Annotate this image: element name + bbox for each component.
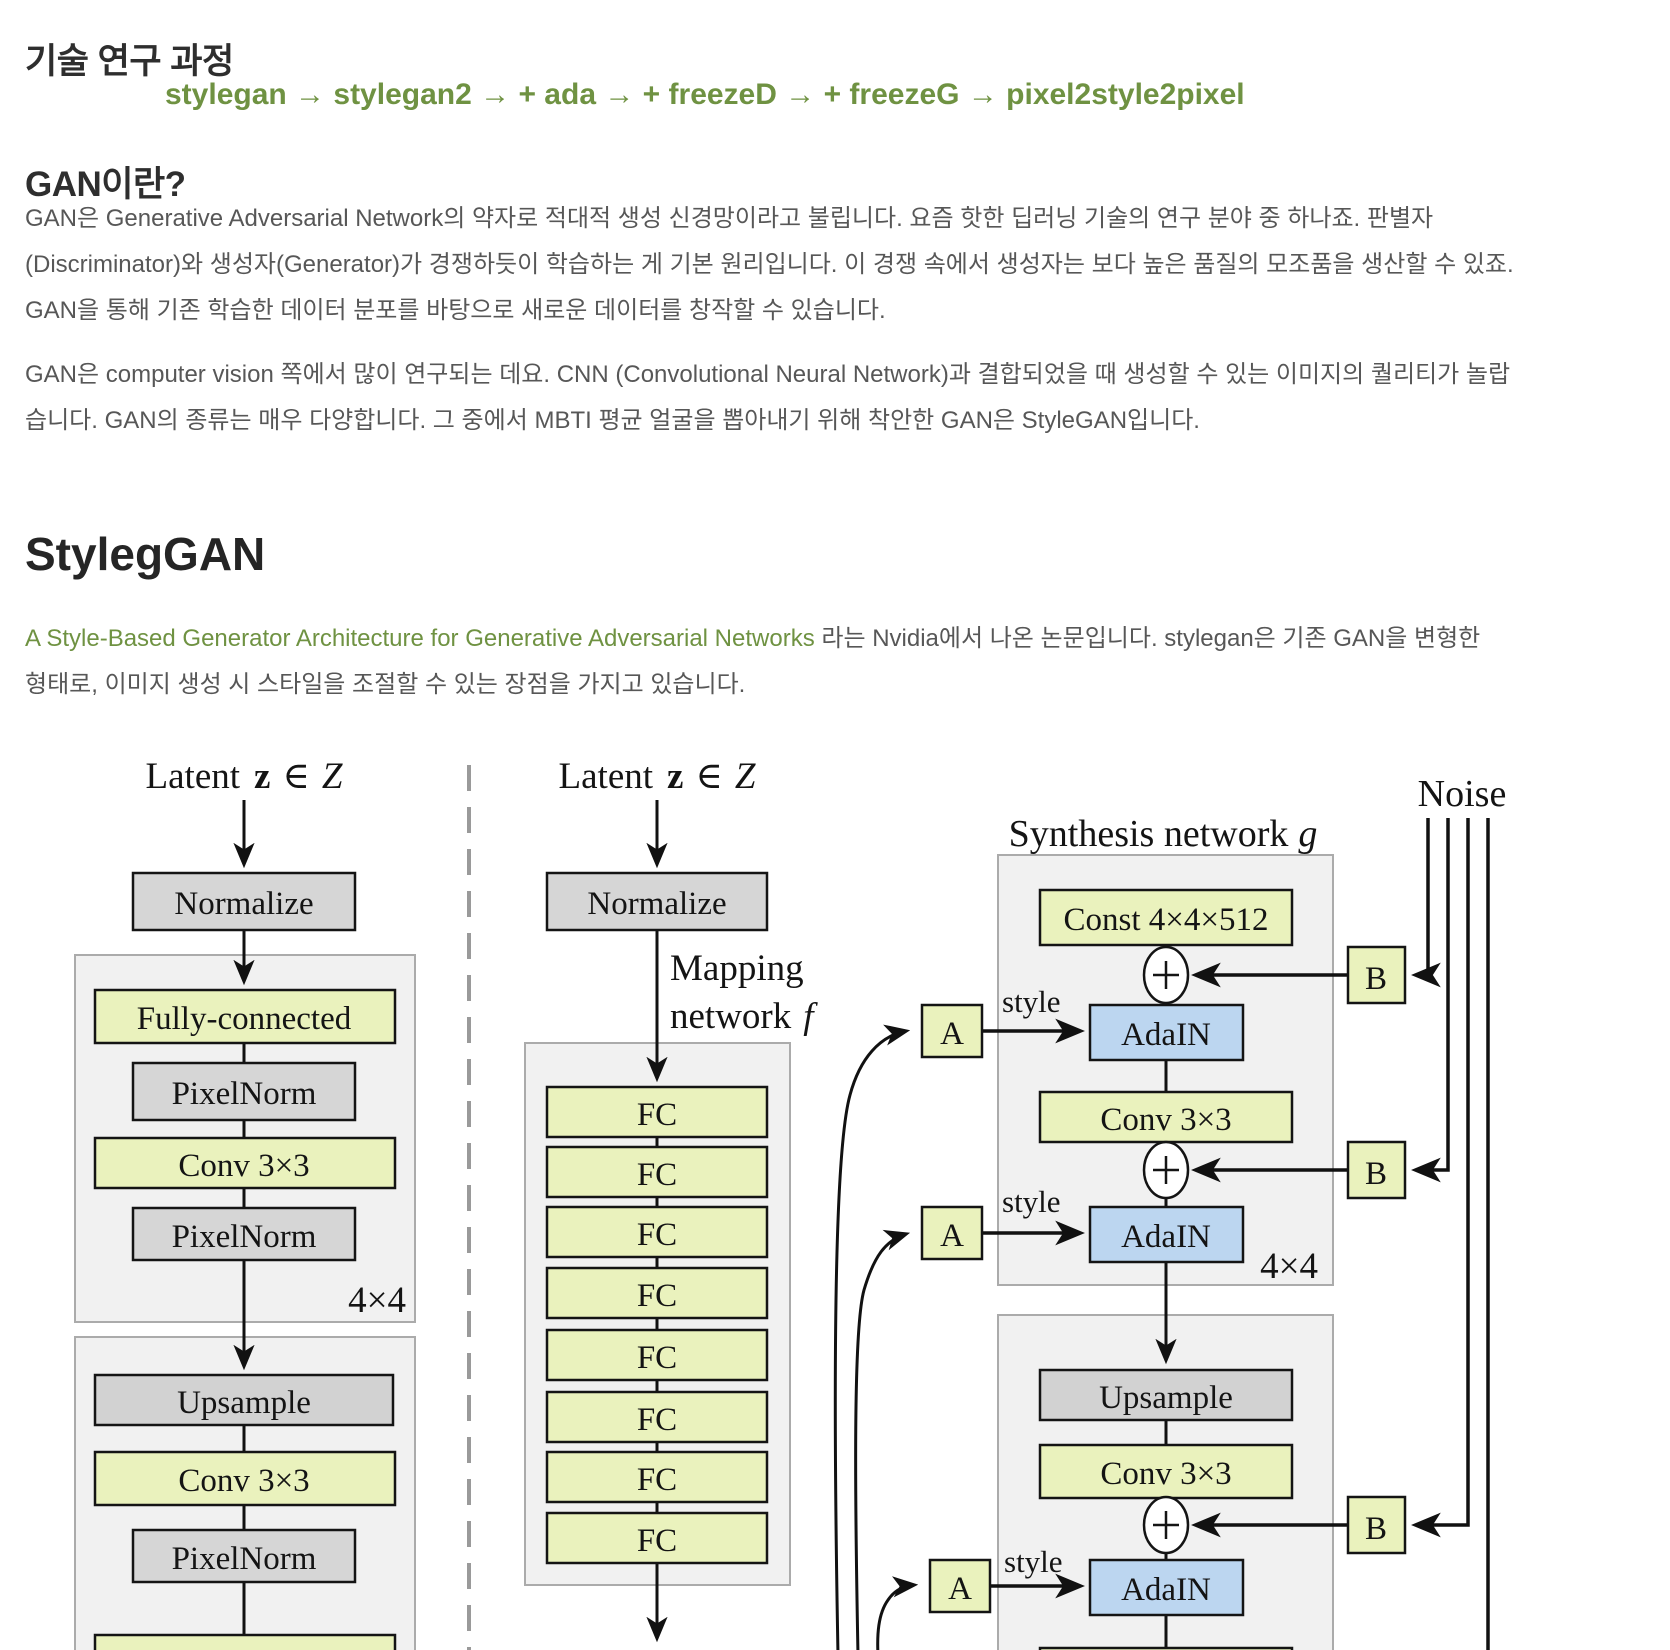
ab-arrows bbox=[982, 962, 1348, 1599]
style-label-1: style bbox=[1002, 984, 1061, 1019]
svg-text:PixelNorm: PixelNorm bbox=[172, 1219, 317, 1255]
pixelnorm-box-3: PixelNorm bbox=[131, 1528, 357, 1584]
noise-b-box-1: B bbox=[1346, 945, 1407, 1005]
noise-b-box-2: B bbox=[1346, 1140, 1407, 1200]
svg-text:B: B bbox=[1365, 961, 1387, 997]
svg-text:FC: FC bbox=[637, 1278, 677, 1314]
style-label-2: style bbox=[1002, 1184, 1061, 1219]
svg-text:Conv 3×3: Conv 3×3 bbox=[1100, 1102, 1231, 1138]
resolution-label-syn-4x4: 4×4 bbox=[1260, 1246, 1318, 1287]
svg-text:Const 4×4×512: Const 4×4×512 bbox=[1064, 902, 1269, 938]
svg-text:FC: FC bbox=[637, 1462, 677, 1498]
conv3x3-box-syn-2: Conv 3×3 bbox=[1038, 1443, 1294, 1500]
svg-text:A: A bbox=[948, 1571, 972, 1607]
paragraph-stylegan-rest: 라는 Nvidia에서 나온 논문입니다. stylegan은 기존 GAN을 … bbox=[25, 625, 1481, 698]
conv3x3-box-1: Conv 3×3 bbox=[93, 1136, 397, 1190]
svg-text:AdaIN: AdaIN bbox=[1121, 1017, 1211, 1053]
normalize-box-middle: Normalize bbox=[545, 871, 769, 932]
svg-text:FC: FC bbox=[637, 1340, 677, 1376]
adain-box-2: AdaIN bbox=[1088, 1205, 1245, 1264]
svg-text:Conv 3×3: Conv 3×3 bbox=[178, 1463, 309, 1499]
page-title: 기술 연구 과정 bbox=[25, 42, 234, 82]
svg-text:FC: FC bbox=[637, 1097, 677, 1133]
fc-stack: FC FC FC FC FC FC FC FC bbox=[545, 1085, 769, 1565]
section-heading-gan: GAN이란? bbox=[25, 165, 186, 205]
svg-text:PixelNorm: PixelNorm bbox=[172, 1541, 317, 1577]
svg-text:B: B bbox=[1365, 1156, 1387, 1192]
conv3x3-box-syn-1: Conv 3×3 bbox=[1038, 1090, 1294, 1144]
stylegan-architecture-figure: Normalize Fully-connected PixelNorm Conv… bbox=[74, 756, 1507, 1650]
upsample-box-syn: Upsample bbox=[1038, 1368, 1294, 1422]
svg-text:Conv 3×3: Conv 3×3 bbox=[178, 1148, 309, 1184]
paper-link[interactable]: A Style-Based Generator Architecture for… bbox=[25, 625, 815, 652]
svg-text:FC: FC bbox=[637, 1402, 677, 1438]
svg-text:A: A bbox=[940, 1218, 964, 1254]
fully-connected-box: Fully-connected bbox=[93, 988, 397, 1045]
noise-b-box-3: B bbox=[1346, 1495, 1407, 1555]
adain-box-1: AdaIN bbox=[1088, 1003, 1245, 1062]
svg-text:AdaIN: AdaIN bbox=[1121, 1572, 1211, 1608]
svg-text:FC: FC bbox=[637, 1157, 677, 1193]
normalize-box-left: Normalize bbox=[131, 871, 357, 932]
pixelnorm-box-1: PixelNorm bbox=[131, 1061, 357, 1122]
mapping-network-label-line1: Mapping bbox=[670, 948, 804, 989]
paragraph-gan-intro: GAN은 Generative Adversarial Network의 약자로… bbox=[25, 205, 1514, 324]
svg-text:Upsample: Upsample bbox=[1099, 1380, 1233, 1416]
svg-text:B: B bbox=[1365, 1511, 1387, 1547]
noise-label: Noise bbox=[1418, 773, 1507, 815]
svg-text:A: A bbox=[940, 1016, 964, 1052]
section-heading-stylegan: StylegGAN bbox=[25, 527, 266, 580]
add-noise-circles bbox=[1142, 945, 1190, 1555]
svg-text:Fully-connected: Fully-connected bbox=[137, 1001, 352, 1037]
const-box: Const 4×4×512 bbox=[1038, 888, 1294, 947]
svg-text:FC: FC bbox=[637, 1217, 677, 1253]
style-a-box-1: A bbox=[920, 1003, 984, 1059]
style-a-box-3: A bbox=[928, 1558, 992, 1614]
svg-text:FC: FC bbox=[637, 1523, 677, 1559]
conv3x3-box-2: Conv 3×3 bbox=[93, 1450, 397, 1507]
pixelnorm-box-2: PixelNorm bbox=[131, 1206, 357, 1262]
style-label-3: style bbox=[1004, 1544, 1063, 1579]
conv3x3-box-clipped-left bbox=[93, 1633, 397, 1650]
svg-text:Conv 3×3: Conv 3×3 bbox=[1100, 1456, 1231, 1492]
svg-text:AdaIN: AdaIN bbox=[1121, 1219, 1211, 1255]
svg-text:Normalize: Normalize bbox=[587, 886, 726, 922]
paragraph-gan-vision: GAN은 computer vision 쪽에서 많이 연구되는 데요. CNN… bbox=[25, 361, 1511, 434]
noise-input-lines bbox=[1411, 818, 1490, 1650]
paragraph-stylegan: A Style-Based Generator Architecture for… bbox=[25, 616, 1495, 708]
resolution-label-left-4x4: 4×4 bbox=[348, 1280, 406, 1321]
research-pipeline: stylegan → stylegan2 → + ada → + freezeD… bbox=[165, 78, 1245, 111]
svg-text:PixelNorm: PixelNorm bbox=[172, 1076, 317, 1112]
upsample-box-left: Upsample bbox=[93, 1373, 395, 1427]
latent-w-curves bbox=[833, 1024, 919, 1650]
conv3x3-box-clipped-syn bbox=[1038, 1646, 1294, 1650]
svg-text:Upsample: Upsample bbox=[177, 1385, 311, 1421]
svg-text:Normalize: Normalize bbox=[174, 886, 313, 922]
style-a-box-2: A bbox=[920, 1205, 984, 1261]
adain-box-3: AdaIN bbox=[1088, 1558, 1245, 1617]
